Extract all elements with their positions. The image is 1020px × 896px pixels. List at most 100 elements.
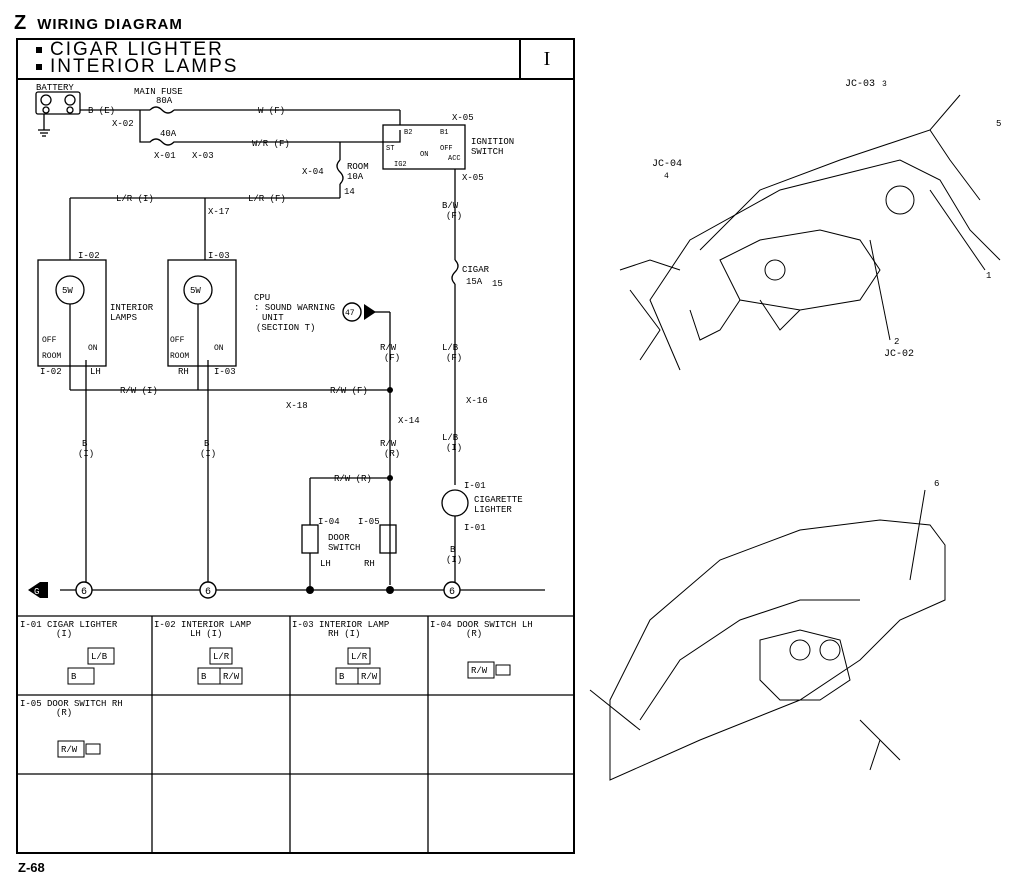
connector-tag: X-14 xyxy=(398,416,420,426)
lamp-switch-label: ON xyxy=(214,344,224,353)
wire-label: R/W (I) xyxy=(120,386,158,396)
connector-pin-label: L/R xyxy=(213,652,230,662)
panel-title-2: INTERIOR LAMPS xyxy=(50,56,239,77)
wire-label: (F) xyxy=(446,211,462,221)
location-number: 1 xyxy=(986,271,991,281)
wire-label: B xyxy=(204,439,210,449)
wire-label: R/W xyxy=(380,343,397,353)
connector-id: I-03 xyxy=(208,251,230,261)
location-number: 4 xyxy=(664,172,669,181)
cigarette-lighter xyxy=(441,489,469,517)
switch-terminal: ST xyxy=(386,145,394,153)
switch-terminal: OFF xyxy=(440,145,453,153)
interior-lamp-lh xyxy=(37,259,107,367)
cigarette-lighter-label: CIGARETTE xyxy=(474,495,523,505)
bullet-icon xyxy=(36,64,42,70)
page-header: Z WIRING DIAGRAM xyxy=(14,12,183,35)
ground-number: 6 xyxy=(81,587,87,598)
wire-label: W (F) xyxy=(258,106,285,116)
header-title: WIRING DIAGRAM xyxy=(37,16,183,33)
switch-terminal: ON xyxy=(420,151,428,159)
section-letter: Z xyxy=(14,12,28,34)
wire-label: R/W (R) xyxy=(334,474,372,484)
location-number: 2 xyxy=(894,337,899,347)
wire-label: (I) xyxy=(446,555,462,565)
connector-id: I-05 xyxy=(358,517,380,527)
wire-label: R/W (F) xyxy=(330,386,368,396)
connector-pin-label: R/W xyxy=(61,745,78,755)
connector-subtitle: LH (I) xyxy=(190,629,222,639)
connector-title: I-05 DOOR SWITCH RH xyxy=(20,699,123,709)
connector-subtitle: (R) xyxy=(56,708,72,718)
cpu-ref-circle xyxy=(342,302,362,322)
wire-label: L/R (F) xyxy=(248,194,286,204)
connector-pin-label: B xyxy=(201,672,207,682)
side-label: RH xyxy=(178,367,189,377)
connector-tag: X-05 xyxy=(452,113,474,123)
connector-pin xyxy=(347,647,371,665)
wire-label: L/R (I) xyxy=(116,194,154,204)
connector-pin-label: R/W xyxy=(471,666,488,676)
wire-label: B (E) xyxy=(88,106,115,116)
panel-title-1: CIGAR LIGHTER xyxy=(50,39,224,60)
ground-number: 6 xyxy=(205,587,211,598)
connector-tag: X-03 xyxy=(192,151,214,161)
connector-subtitle: (I) xyxy=(56,629,72,639)
cpu-ref-number: 47 xyxy=(345,309,355,318)
connector-id: I-03 xyxy=(214,367,236,377)
connector-title: I-03 INTERIOR LAMP xyxy=(292,620,389,630)
door-switch-lh xyxy=(301,524,319,554)
connector-id: I-01 xyxy=(464,523,486,533)
wire-label: L/B xyxy=(442,433,459,443)
lamp-switch-label: ROOM xyxy=(170,352,189,361)
cpu-label: (SECTION T) xyxy=(256,323,315,333)
ground-number: 6 xyxy=(449,587,455,598)
location-label: JC-02 xyxy=(884,349,914,360)
wire-label: (F) xyxy=(446,353,462,363)
side-label: LH xyxy=(320,559,331,569)
wire-label: B xyxy=(450,545,456,555)
switch-terminal: B1 xyxy=(440,129,448,137)
location-label: JC-03 xyxy=(845,79,875,90)
connector-tag: X-05 xyxy=(462,173,484,183)
wire-label: (R) xyxy=(384,449,400,459)
section-label: I xyxy=(519,40,573,78)
connector-pin-label: L/B xyxy=(91,652,108,662)
ignition-switch[interactable] xyxy=(382,124,466,170)
ground-point xyxy=(75,581,93,599)
connector-pin xyxy=(467,661,495,679)
connector-id: I-02 xyxy=(78,251,100,261)
door-switch-rh xyxy=(379,524,397,554)
ground-point xyxy=(199,581,217,599)
cigarette-lighter-label: LIGHTER xyxy=(474,505,512,515)
ignition-label: IGNITION xyxy=(471,137,514,147)
wire-label: L/B xyxy=(442,343,459,353)
lamp-switch-label: ON xyxy=(88,344,98,353)
location-number: 6 xyxy=(934,479,939,489)
lamp-switch-label: OFF xyxy=(170,336,185,345)
interior-lamps-label: INTERIOR xyxy=(110,303,154,313)
wiring-panel: CIGAR LIGHTER INTERIOR LAMPS I xyxy=(16,38,575,854)
switch-terminal: B2 xyxy=(404,129,412,137)
main-fuse-label: MAIN FUSE xyxy=(134,87,183,97)
cigar-fuse-amp: 15A xyxy=(466,277,483,287)
connector-title: I-04 DOOR SWITCH LH xyxy=(430,620,533,630)
dashboard-upper-illustration xyxy=(619,94,1001,371)
page-number: Z-68 xyxy=(18,860,45,875)
connector-pin xyxy=(57,740,85,758)
cpu-label: CPU xyxy=(254,293,270,303)
connector-id: I-04 xyxy=(318,517,340,527)
connector-pin-label: R/W xyxy=(223,672,240,682)
location-number: 5 xyxy=(996,119,1001,129)
panel-title-box: CIGAR LIGHTER INTERIOR LAMPS I xyxy=(18,40,573,80)
connector-subtitle: (R) xyxy=(466,629,482,639)
switch-terminal: ACC xyxy=(448,155,461,163)
connector-pin xyxy=(209,647,233,665)
lamp-wattage: 5W xyxy=(62,286,73,296)
connector-pin-label: B xyxy=(71,672,77,682)
connector-title: I-02 INTERIOR LAMP xyxy=(154,620,251,630)
cpu-label: UNIT xyxy=(262,313,284,323)
fuse-80a-label: 80A xyxy=(156,96,173,106)
wire-label: R/W xyxy=(380,439,397,449)
